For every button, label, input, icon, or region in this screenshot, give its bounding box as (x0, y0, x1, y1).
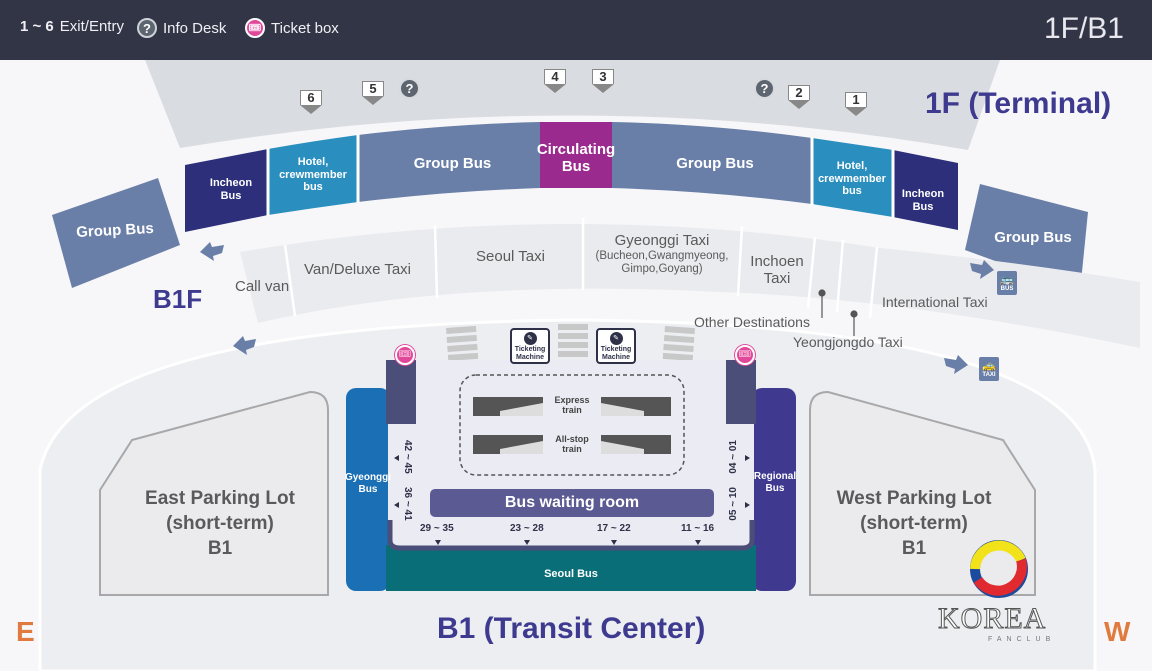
seoul-bus-label: Seoul Bus (544, 568, 598, 580)
taxi-band (240, 223, 1140, 348)
title-b1f: B1F (153, 284, 203, 314)
gate-label: 36 ~ 41 (402, 487, 413, 521)
taxi-gyeonggi-areas: (Bucheon,Gwangmyeong, Gimpo,Goyang) (595, 250, 729, 276)
legend-ticket: 🎟 Ticket box (245, 18, 339, 38)
gate-label: 11 ~ 16 (681, 523, 715, 534)
crosswalks (446, 324, 695, 362)
ticket-box-icon: 🎟 (245, 18, 265, 38)
direction-arrows (200, 242, 994, 374)
bay-group-bus-left: Group Bus (413, 155, 492, 172)
railway-zone (459, 374, 685, 476)
bay-hotel-bus-right: Hotel, crewmember bus (818, 160, 886, 198)
ticket-icon: ✎ (523, 332, 537, 345)
allstop-train-label: All-stop train (555, 434, 589, 455)
gate-markers (394, 455, 750, 545)
regional-bus-label: Regional Bus (753, 471, 797, 494)
bay-circulating (540, 122, 612, 188)
taxi-sign-icon: 🚕TAXI (979, 357, 999, 381)
legend-info-label: Info Desk (163, 19, 227, 37)
bay-group-bus-right: Group Bus (676, 155, 754, 172)
bay-incheon-bus-right: Incheon Bus (901, 188, 945, 213)
title-1f-terminal: 1F (Terminal) (925, 87, 1112, 120)
gate-label: 42 ~ 45 (402, 440, 413, 474)
gate-label: 29 ~ 35 (420, 523, 454, 534)
gate-label: 04 ~ 01 (728, 440, 739, 474)
taxi-incheon: Inchoen Taxi (750, 253, 804, 288)
bay-incheon-left (185, 149, 268, 232)
info-desk-icon: ? (399, 78, 420, 99)
legend-exit-label: Exit/Entry (59, 18, 124, 35)
taxi-call-van: Call van (235, 278, 290, 295)
bay-hotel-bus-left: Hotel, crewmember bus (279, 156, 347, 194)
exit-4: 4 (544, 69, 566, 93)
ticket-icon: ✎ (609, 332, 623, 345)
exit-1: 1 (845, 92, 867, 116)
bay-group-bus-far-right: Group Bus (994, 229, 1072, 246)
floor-indicator: 1F/B1 (1043, 12, 1124, 45)
west-parking-lot (809, 390, 1036, 596)
taxi-gyeonggi: Gyeonggi Taxi (614, 232, 710, 249)
korea-fanclub-logo (970, 540, 1028, 598)
direction-east: E (16, 616, 35, 647)
taxi-seoul: Seoul Taxi (476, 248, 545, 265)
info-desk-icon: ? (754, 78, 775, 99)
taxi-international: International Taxi (882, 294, 988, 310)
left-post (386, 360, 416, 424)
bay-circulating-bus: Circulating Bus (536, 141, 616, 176)
exit-3: 3 (592, 69, 614, 93)
east-parking-lot (99, 390, 329, 596)
taxi-other-destinations: Other Destinations (694, 314, 810, 330)
direction-west: W (1104, 616, 1131, 647)
taxi-leader-lines (818, 289, 858, 336)
express-train-label: Express train (554, 395, 590, 416)
bus-waiting-room-label: Bus waiting room (504, 494, 640, 511)
info-desk-icon: ? (137, 18, 157, 38)
bay-group-left (358, 122, 540, 202)
legend-ticket-label: Ticket box (271, 19, 339, 37)
exit-6: 6 (300, 90, 322, 114)
bay-group-far-left (52, 178, 180, 288)
exit-2: 2 (788, 85, 810, 109)
ticket-box-icon: 🎟 (395, 345, 415, 365)
escalators (473, 397, 671, 454)
logo-subtext: FANCLUB (988, 636, 1056, 643)
exit-5: 5 (362, 81, 384, 105)
logo-text: KOREA (937, 602, 1047, 636)
bay-incheon-right (893, 150, 958, 230)
taxi-van-deluxe: Van/Deluxe Taxi (304, 261, 412, 278)
bay-hotel-right (812, 138, 893, 217)
map-shapes (38, 60, 1140, 671)
seoul-bus-zone (386, 545, 756, 591)
gate-label: 17 ~ 22 (597, 523, 631, 534)
legend-info: ? Info Desk (137, 18, 226, 38)
bus-waiting-room (430, 489, 714, 517)
title-b1-transit-center: B1 (Transit Center) (437, 612, 706, 645)
west-parking-lot-label[interactable]: West Parking Lot (short-term) B1 (836, 488, 992, 559)
legend-exit: 1 ~ 6 Exit/Entry (20, 18, 124, 35)
bay-group-right (612, 122, 812, 204)
regional-bus-zone (752, 388, 796, 591)
right-post (726, 360, 756, 424)
bay-incheon-bus-left: Incheon Bus (209, 177, 253, 202)
gate-label: 23 ~ 28 (510, 523, 544, 534)
gate-label: 05 ~ 10 (728, 487, 739, 521)
bay-hotel-left (268, 135, 358, 215)
legend-exit-range: 1 ~ 6 (20, 18, 54, 35)
ticket-box-icon: 🎟 (735, 345, 755, 365)
bus-sign-icon: 🚌BUS (997, 271, 1017, 295)
ticketing-machine-left: ✎Ticketing Machine (510, 328, 550, 364)
header-legend-bar: 1 ~ 6 Exit/Entry ? Info Desk 🎟 Ticket bo… (0, 0, 1152, 60)
gyeonggi-bus-label: Gyeonggi Bus (344, 472, 392, 495)
bay-group-far-right (965, 184, 1088, 292)
east-parking-lot-label[interactable]: East Parking Lot (short-term) B1 (145, 488, 295, 559)
gyeonggi-bus-zone (346, 388, 390, 591)
ticketing-machine-right: ✎Ticketing Machine (596, 328, 636, 364)
taxi-yeongjongdo: Yeongjongdo Taxi (793, 334, 903, 350)
terminal-area (145, 60, 1000, 150)
